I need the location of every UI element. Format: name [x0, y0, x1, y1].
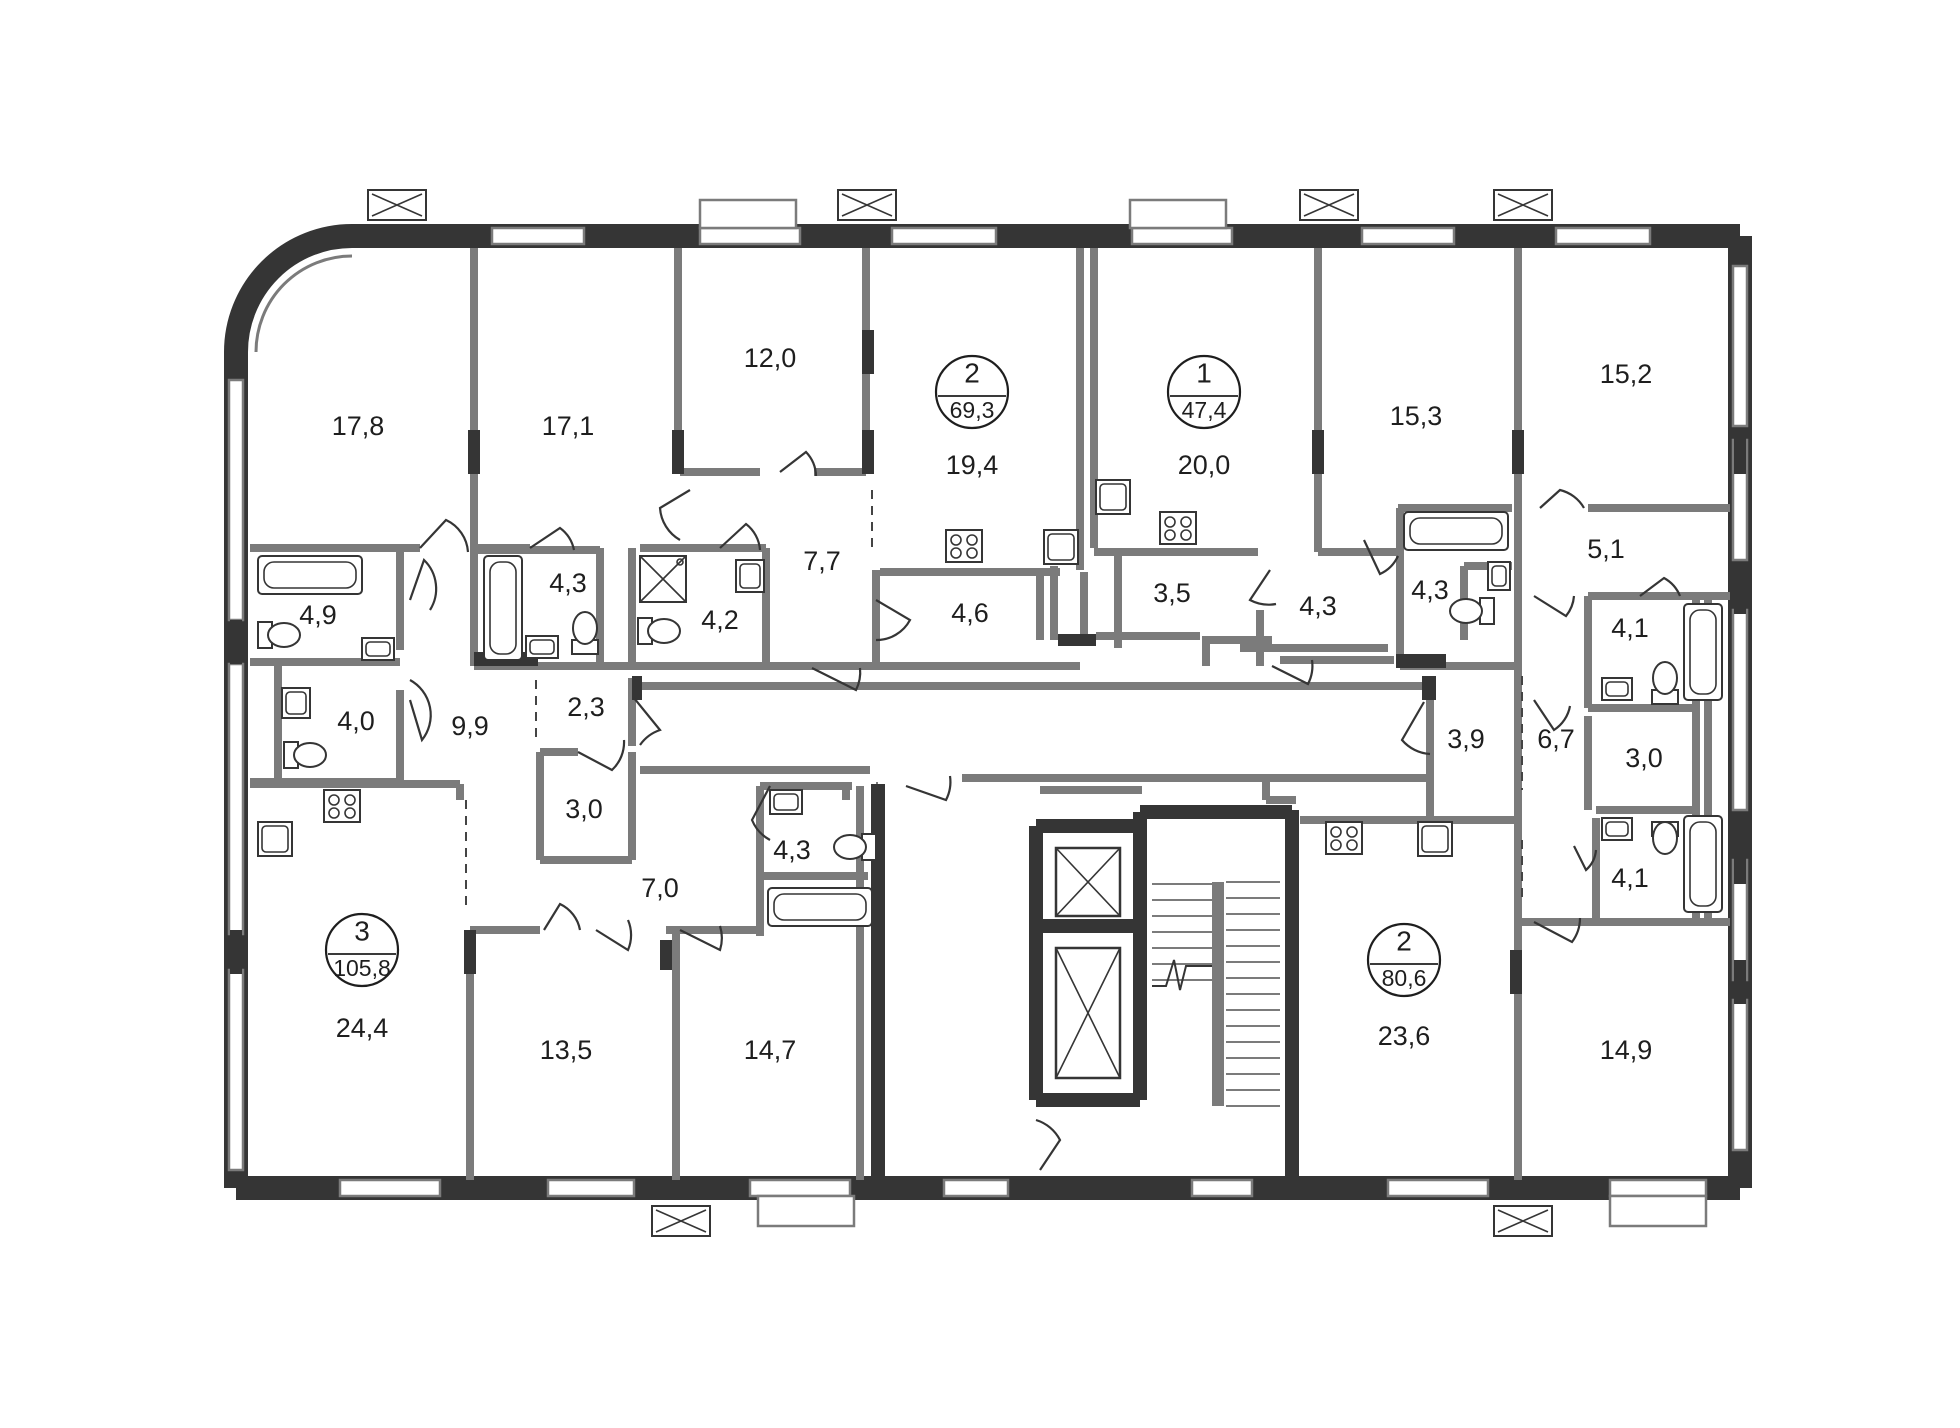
bathtub-icon	[1403, 511, 1509, 551]
stove-icon	[945, 529, 983, 563]
toilet-icon	[571, 611, 599, 655]
sink-icon	[525, 635, 559, 659]
room-area-label: 17,8	[332, 411, 385, 441]
room-areas: 17,8 17,1 12,0 19,4 20,0 15,3 15,2 4,9 4…	[299, 343, 1663, 1065]
toilet-icon	[283, 741, 327, 769]
room-area-label: 7,0	[641, 873, 679, 903]
zone-dividers	[465, 490, 1523, 910]
elevator-icon	[1054, 946, 1122, 1080]
sink-icon	[1417, 821, 1453, 857]
sink-icon	[257, 821, 293, 857]
room-area-label: 12,0	[744, 343, 797, 373]
room-area-label: 14,7	[744, 1035, 797, 1065]
apartment-badge: 3 105,8	[324, 912, 400, 988]
room-area-label: 13,5	[540, 1035, 593, 1065]
stove-icon	[323, 789, 361, 823]
building-core	[871, 784, 1299, 1180]
sink-icon	[1487, 561, 1511, 591]
room-area-label: 4,1	[1611, 613, 1649, 643]
windows	[227, 226, 1749, 1198]
room-area-label: 2,3	[567, 692, 605, 722]
room-area-label: 4,9	[299, 600, 337, 630]
room-area-label: 4,3	[1411, 575, 1449, 605]
room-area-label: 23,6	[1378, 1021, 1431, 1051]
ac-unit-icon	[367, 189, 1553, 1237]
bathtub-icon	[1683, 603, 1723, 701]
room-area-label: 4,2	[701, 605, 739, 635]
room-area-label: 9,9	[451, 711, 489, 741]
bathtub-icon	[257, 555, 363, 595]
apartment-badge: 2 80,6	[1366, 922, 1442, 998]
window-sills	[698, 198, 1708, 1228]
toilet-icon	[257, 621, 301, 649]
elevator-icon	[1054, 846, 1122, 918]
room-area-label: 3,0	[565, 794, 603, 824]
apartment-rooms: 1	[1196, 357, 1212, 388]
room-area-label: 7,7	[803, 546, 841, 576]
room-area-label: 24,4	[336, 1013, 389, 1043]
doors	[408, 450, 1682, 1171]
room-area-label: 5,1	[1587, 534, 1625, 564]
sink-icon	[1601, 677, 1633, 701]
apartment-badge: 2 69,3	[934, 354, 1010, 430]
apartment-total-area: 105,8	[333, 955, 391, 981]
apartment-total-area: 80,6	[1382, 965, 1427, 991]
sink-icon	[361, 637, 395, 661]
toilet-icon	[1449, 597, 1495, 625]
stairs-icon	[1152, 881, 1280, 1107]
room-area-label: 17,1	[542, 411, 595, 441]
room-area-label: 14,9	[1600, 1035, 1653, 1065]
apartment-total-area: 47,4	[1182, 397, 1227, 423]
room-area-label: 19,4	[946, 450, 999, 480]
room-area-label: 4,3	[549, 568, 587, 598]
sink-icon	[769, 789, 803, 815]
sink-icon	[1095, 479, 1131, 515]
bathtub-icon	[767, 887, 873, 927]
toilet-icon	[1651, 821, 1679, 855]
apartment-total-area: 69,3	[950, 397, 995, 423]
sink-icon	[1043, 529, 1079, 565]
sink-icon	[1601, 817, 1633, 841]
toilet-icon	[1651, 661, 1679, 705]
shower-icon	[639, 555, 687, 603]
room-area-label: 15,3	[1390, 401, 1443, 431]
bathtub-icon	[1683, 815, 1723, 913]
bathtub-icon	[483, 555, 523, 661]
sink-icon	[735, 559, 765, 593]
sink-icon	[281, 687, 311, 719]
toilet-icon	[637, 617, 681, 645]
fixtures	[257, 479, 1723, 927]
room-area-label: 3,9	[1447, 724, 1485, 754]
stove-icon	[1159, 511, 1197, 545]
stove-icon	[1325, 821, 1363, 855]
room-area-label: 4,6	[951, 598, 989, 628]
room-area-label: 4,1	[1611, 863, 1649, 893]
room-area-label: 15,2	[1600, 359, 1653, 389]
room-area-label: 4,3	[773, 835, 811, 865]
toilet-icon	[833, 833, 877, 861]
apartment-badge: 1 47,4	[1166, 354, 1242, 430]
wall-piers	[230, 330, 1746, 1004]
apartment-rooms: 2	[964, 357, 980, 388]
room-area-label: 3,5	[1153, 578, 1191, 608]
apartment-rooms: 3	[354, 915, 370, 946]
room-area-label: 4,0	[337, 706, 375, 736]
room-area-label: 20,0	[1178, 450, 1231, 480]
room-area-label: 6,7	[1537, 724, 1575, 754]
apartment-rooms: 2	[1396, 925, 1412, 956]
room-area-label: 3,0	[1625, 743, 1663, 773]
room-area-label: 4,3	[1299, 591, 1337, 621]
